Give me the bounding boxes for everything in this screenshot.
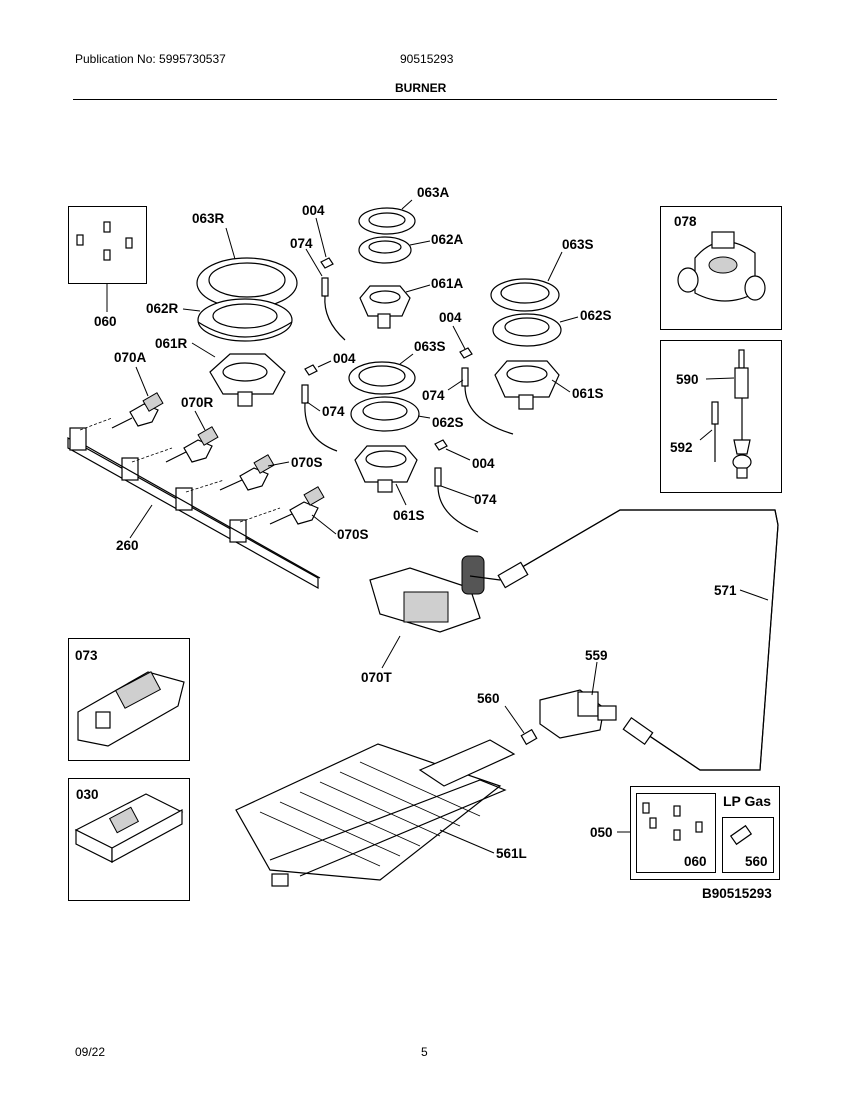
callout-063S-mid[interactable]: 063S [414, 339, 446, 354]
callout-070S-upper[interactable]: 070S [291, 455, 323, 470]
page-title: BURNER [395, 81, 447, 95]
callout-560-lp[interactable]: 560 [745, 854, 768, 869]
callout-560[interactable]: 560 [477, 691, 500, 706]
callout-074-right[interactable]: 074 [422, 388, 445, 403]
rear-burner-icon [196, 257, 298, 407]
header-divider [73, 99, 777, 100]
orifice-icon [76, 221, 133, 261]
orifice-kit-box[interactable] [68, 206, 147, 284]
publication-number: Publication No: 5995730537 [75, 52, 226, 66]
fitting-icon [520, 689, 617, 746]
callout-030[interactable]: 030 [76, 787, 99, 802]
burner-tube-icon [235, 739, 516, 887]
callout-061A[interactable]: 061A [431, 276, 464, 291]
callout-060[interactable]: 060 [94, 314, 117, 329]
thermocouple-box[interactable] [660, 340, 782, 493]
callout-073[interactable]: 073 [75, 648, 98, 663]
callout-078[interactable]: 078 [674, 214, 697, 229]
footer-date: 09/22 [75, 1045, 106, 1059]
regulator-box[interactable] [660, 206, 782, 330]
thermostat-valve-icon [369, 555, 501, 633]
callout-070A[interactable]: 070A [114, 350, 147, 365]
callout-062S-mid[interactable]: 062S [432, 415, 464, 430]
callout-063A[interactable]: 063A [417, 185, 450, 200]
switch-icon [77, 671, 185, 747]
callout-061S-right[interactable]: 061S [572, 386, 604, 401]
callout-592[interactable]: 592 [670, 440, 693, 455]
lp-gas-label: LP Gas [723, 793, 771, 809]
callout-061S-mid[interactable]: 061S [393, 508, 425, 523]
callout-070T[interactable]: 070T [361, 670, 392, 685]
callout-063S-right[interactable]: 063S [562, 237, 594, 252]
auxiliary-burner-icon [358, 207, 416, 329]
lp-gas-box[interactable] [630, 786, 780, 880]
switch-box[interactable] [68, 638, 190, 761]
page-number: 5 [421, 1045, 428, 1059]
callout-070S-lower[interactable]: 070S [337, 527, 369, 542]
callout-559[interactable]: 559 [585, 648, 608, 663]
callout-060-lp[interactable]: 060 [684, 854, 707, 869]
callout-074-mid[interactable]: 074 [322, 404, 345, 419]
lp-nozzle-subbox[interactable] [722, 817, 774, 873]
callout-260[interactable]: 260 [116, 538, 139, 553]
callout-070R[interactable]: 070R [181, 395, 214, 410]
manifold-icon [67, 427, 321, 590]
callout-061R[interactable]: 061R [155, 336, 188, 351]
callout-050[interactable]: 050 [590, 825, 613, 840]
thermocouple-icon [711, 349, 752, 479]
callout-004-mid[interactable]: 004 [333, 351, 356, 366]
callout-074-low[interactable]: 074 [474, 492, 497, 507]
valve-icon [111, 392, 325, 525]
lp-orifice-subbox[interactable] [636, 793, 716, 873]
callout-561L[interactable]: 561L [496, 846, 527, 861]
lp-orifice-icon [642, 802, 703, 841]
diagram-id: B90515293 [702, 886, 772, 901]
callout-004-top[interactable]: 004 [302, 203, 325, 218]
center-burner-icon [348, 361, 420, 493]
callout-062S-right[interactable]: 062S [580, 308, 612, 323]
callout-004-right[interactable]: 004 [439, 310, 462, 325]
control-board-box[interactable] [68, 778, 190, 901]
right-burner-icon [490, 278, 562, 410]
model-number: 90515293 [400, 52, 454, 66]
callout-571[interactable]: 571 [714, 583, 737, 598]
callout-004-low[interactable]: 004 [472, 456, 495, 471]
callout-590[interactable]: 590 [676, 372, 699, 387]
callout-063R[interactable]: 063R [192, 211, 225, 226]
callout-062A[interactable]: 062A [431, 232, 464, 247]
callout-074-top[interactable]: 074 [290, 236, 313, 251]
regulator-icon [677, 231, 766, 302]
callout-062R[interactable]: 062R [146, 301, 179, 316]
control-board-icon [74, 793, 184, 864]
